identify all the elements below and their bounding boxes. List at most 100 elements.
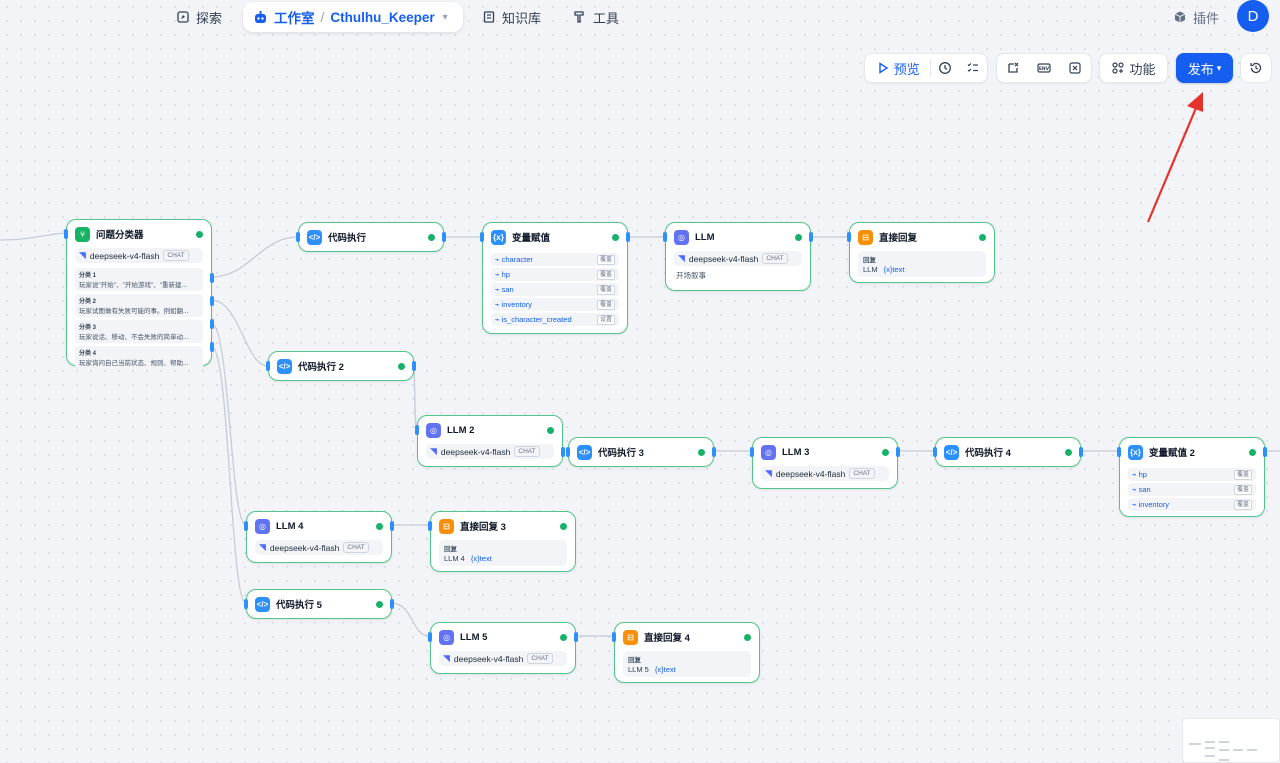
node-title: 直接回复 4: [644, 633, 690, 644]
deepseek-logo-icon: ◥: [678, 253, 685, 263]
global-vars-button[interactable]: [1060, 53, 1091, 83]
output-handle[interactable]: [210, 296, 214, 306]
studio-breadcrumb[interactable]: 工作室 / Cthulhu_Keeper ▾: [243, 2, 463, 32]
output-handle[interactable]: [896, 447, 900, 457]
variable-icon: {x}: [491, 229, 506, 245]
node-code-execution[interactable]: </> 代码执行: [296, 222, 446, 252]
class-item[interactable]: 分类 3 玩家说话、移动、不会失败的简单动...: [75, 320, 203, 343]
features-button[interactable]: 功能: [1099, 53, 1168, 83]
model-selector[interactable]: ◥ deepseek-v4-flash CHAT: [439, 651, 567, 666]
answer-content[interactable]: 回复 LLM{x}text: [858, 251, 986, 277]
success-check-icon: [795, 233, 802, 241]
play-icon: [879, 62, 889, 74]
model-selector[interactable]: ◥ deepseek-v4-flash CHAT: [426, 444, 554, 459]
node-title: 问题分类器: [96, 230, 144, 241]
input-handle[interactable]: [428, 632, 432, 642]
input-handle[interactable]: [612, 632, 616, 642]
node-code-execution[interactable]: </> 代码执行 2: [266, 351, 416, 381]
output-handle[interactable]: [1263, 447, 1267, 457]
output-handle[interactable]: [561, 447, 565, 457]
canvas-minimap[interactable]: [1182, 718, 1280, 763]
nav-studio-label[interactable]: 工作室: [274, 11, 315, 26]
version-history-button[interactable]: [1240, 53, 1272, 83]
features-button-inner[interactable]: 功能: [1100, 53, 1167, 83]
node-llm[interactable]: ◎ LLM 3 ◥ deepseek-v4-flash CHAT: [750, 437, 900, 489]
input-handle[interactable]: [244, 599, 248, 609]
node-direct-answer[interactable]: ⊟ 直接回复 4 回复 LLM 5{x}text: [612, 622, 760, 683]
input-handle[interactable]: [663, 232, 667, 242]
output-handle[interactable]: [1079, 447, 1083, 457]
input-handle[interactable]: [428, 521, 432, 531]
avatar[interactable]: D: [1237, 0, 1269, 32]
nav-plugins[interactable]: 插件: [1173, 5, 1219, 29]
output-handle[interactable]: [412, 361, 416, 371]
output-handle[interactable]: [809, 232, 813, 242]
output-handle[interactable]: [210, 342, 214, 352]
node-llm[interactable]: ◎ LLM ◥ deepseek-v4-flash CHAT 开场叙事: [663, 222, 813, 291]
input-handle[interactable]: [933, 447, 937, 457]
node-llm[interactable]: ◎ LLM 5 ◥ deepseek-v4-flash CHAT: [428, 622, 578, 674]
node-code-execution[interactable]: </> 代码执行 3: [566, 437, 716, 467]
node-code-execution[interactable]: </> 代码执行 4: [933, 437, 1083, 467]
nav-explore[interactable]: 探索: [176, 5, 222, 29]
code-icon: </>: [577, 444, 592, 460]
variable-icon: {x}: [1128, 444, 1143, 460]
output-handle[interactable]: [210, 273, 214, 283]
env-vars-button[interactable]: ENV: [1028, 53, 1059, 83]
conversation-vars-button[interactable]: [997, 53, 1028, 83]
input-handle[interactable]: [750, 447, 754, 457]
model-selector[interactable]: ◥ deepseek-v4-flash CHAT: [255, 540, 383, 555]
node-code-execution[interactable]: </> 代码执行 5: [244, 589, 394, 619]
compass-icon: [177, 11, 189, 23]
input-handle[interactable]: [266, 361, 270, 371]
input-handle[interactable]: [64, 229, 68, 239]
input-handle[interactable]: [566, 447, 570, 457]
publish-button[interactable]: 发布 ▾: [1176, 53, 1233, 83]
output-handle[interactable]: [390, 599, 394, 609]
answer-content[interactable]: 回复 LLM 4{x}text: [439, 540, 567, 566]
output-handle[interactable]: [626, 232, 630, 242]
input-handle[interactable]: [244, 521, 248, 531]
answer-label: 回复: [628, 657, 641, 664]
output-handle[interactable]: [712, 447, 716, 457]
answer-content[interactable]: 回复 LLM 5{x}text: [623, 651, 751, 677]
node-llm[interactable]: ◎ LLM 4 ◥ deepseek-v4-flash CHAT: [244, 511, 394, 563]
output-handle[interactable]: [210, 319, 214, 329]
model-selector[interactable]: ◥ deepseek-v4-flash CHAT: [75, 248, 203, 263]
output-handle[interactable]: [574, 632, 578, 642]
checklist-button[interactable]: [959, 53, 987, 83]
class-item[interactable]: 分类 2 玩家试图做有失败可能的事。例如翻...: [75, 294, 203, 317]
input-handle[interactable]: [1117, 447, 1121, 457]
chevron-down-icon[interactable]: ▾: [442, 11, 448, 23]
input-handle[interactable]: [847, 232, 851, 242]
app-name[interactable]: Cthulhu_Keeper: [330, 9, 435, 25]
input-handle[interactable]: [480, 232, 484, 242]
minimap-node: [1189, 743, 1201, 745]
model-selector[interactable]: ◥ deepseek-v4-flash CHAT: [674, 251, 802, 266]
model-selector[interactable]: ◥ deepseek-v4-flash CHAT: [761, 466, 889, 481]
node-question-classifier[interactable]: ⑂ 问题分类器 ◥ deepseek-v4-flash CHAT 分类 1 玩家…: [64, 219, 214, 369]
preview-button[interactable]: 预览: [865, 53, 930, 83]
node-direct-answer[interactable]: ⊟ 直接回复 回复 LLM{x}text: [847, 222, 995, 283]
output-handle[interactable]: [442, 232, 446, 242]
output-handle[interactable]: [390, 521, 394, 531]
node-direct-answer[interactable]: ⊟ 直接回复 3 回复 LLM 4{x}text: [428, 511, 576, 572]
class-item[interactable]: 分类 1 玩家说"开始"、"开始游戏"、"重新建...: [75, 268, 203, 291]
class-item[interactable]: 分类 4 玩家询问自己当前状态、规则、帮助...: [75, 346, 203, 369]
nav-knowledge[interactable]: 知识库: [482, 5, 541, 29]
run-history-button[interactable]: [931, 53, 959, 83]
input-handle[interactable]: [415, 425, 419, 435]
node-llm[interactable]: ◎ LLM 2 ◥ deepseek-v4-flash CHAT: [415, 415, 565, 467]
input-handle[interactable]: [296, 232, 300, 242]
nav-tools[interactable]: 工具: [573, 5, 619, 29]
